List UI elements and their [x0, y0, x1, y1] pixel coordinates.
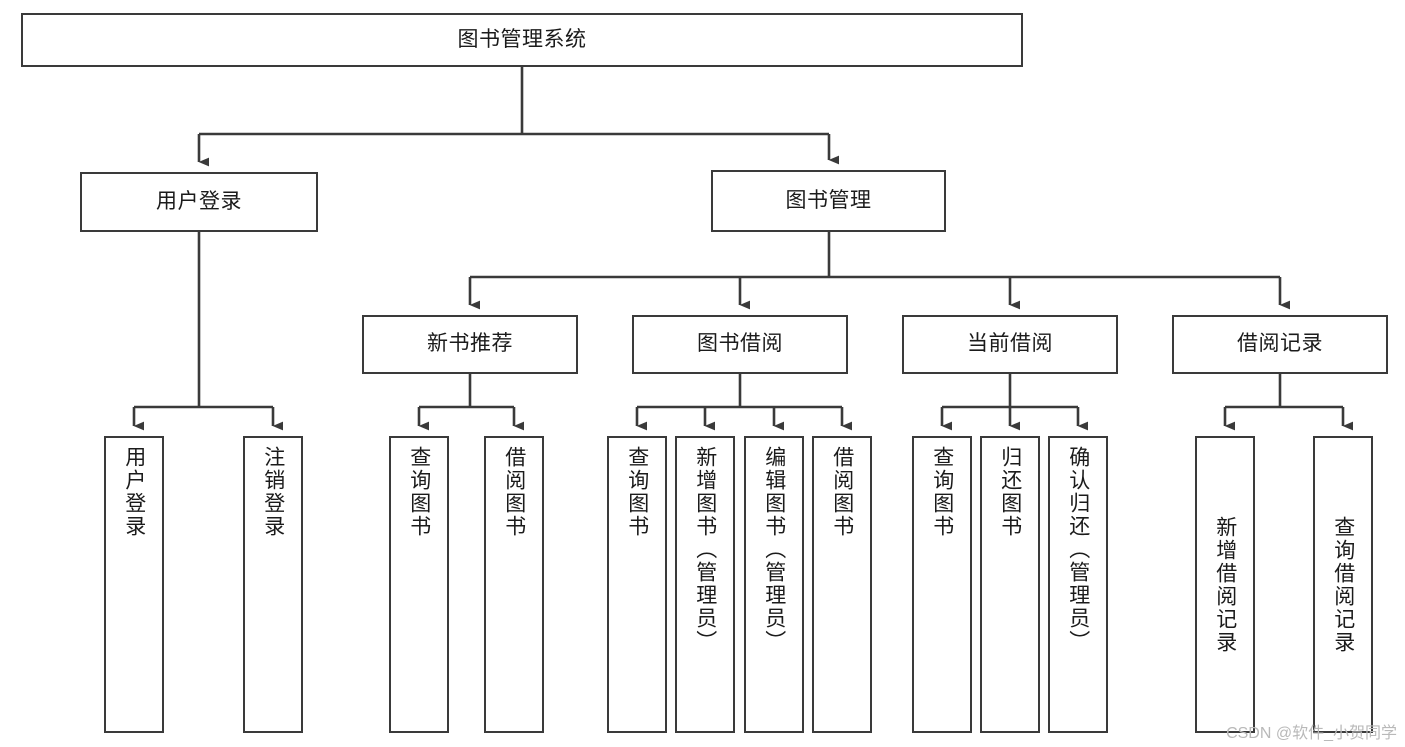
leaf-add-book-admin-label: 新增图书（管理员） — [693, 446, 717, 653]
leaf-edit-book-admin[interactable]: 编辑图书（管理员） — [744, 436, 804, 733]
node-root[interactable]: 图书管理系统 — [21, 13, 1023, 67]
leaf-query-book-borrow[interactable]: 查询图书 — [607, 436, 667, 733]
node-book-management[interactable]: 图书管理 — [711, 170, 946, 232]
leaf-query-book-recommend-label: 查询图书 — [407, 446, 431, 538]
leaf-query-borrow-record-label: 查询借阅记录 — [1331, 515, 1355, 654]
node-book-borrow[interactable]: 图书借阅 — [632, 315, 848, 374]
leaf-logout[interactable]: 注销登录 — [243, 436, 303, 733]
leaf-borrow-book-label: 借阅图书 — [830, 446, 854, 538]
node-user-login[interactable]: 用户登录 — [80, 172, 318, 232]
node-current-borrow-label: 当前借阅 — [967, 332, 1053, 356]
node-borrow-record-label: 借阅记录 — [1237, 332, 1323, 356]
leaf-return-book[interactable]: 归还图书 — [980, 436, 1040, 733]
leaf-query-borrow-record[interactable]: 查询借阅记录 — [1313, 436, 1373, 733]
leaf-confirm-return-admin[interactable]: 确认归还（管理员） — [1048, 436, 1108, 733]
node-new-book-recommend[interactable]: 新书推荐 — [362, 315, 578, 374]
leaf-borrow-book-recommend-label: 借阅图书 — [502, 446, 526, 538]
leaf-query-book-current[interactable]: 查询图书 — [912, 436, 972, 733]
leaf-edit-book-admin-label: 编辑图书（管理员） — [762, 446, 786, 653]
leaf-confirm-return-admin-label: 确认归还（管理员） — [1066, 446, 1090, 653]
leaf-add-borrow-record[interactable]: 新增借阅记录 — [1195, 436, 1255, 733]
node-book-management-label: 图书管理 — [785, 188, 872, 212]
node-current-borrow[interactable]: 当前借阅 — [902, 315, 1118, 374]
leaf-query-book-current-label: 查询图书 — [930, 446, 954, 538]
leaf-user-login-label: 用户登录 — [122, 446, 146, 538]
leaf-borrow-book-recommend[interactable]: 借阅图书 — [484, 436, 544, 733]
node-book-borrow-label: 图书借阅 — [697, 332, 783, 356]
leaf-query-book-recommend[interactable]: 查询图书 — [389, 436, 449, 733]
leaf-borrow-book[interactable]: 借阅图书 — [812, 436, 872, 733]
leaf-logout-label: 注销登录 — [261, 446, 285, 538]
node-root-label: 图书管理系统 — [457, 27, 587, 51]
leaf-query-book-borrow-label: 查询图书 — [625, 446, 649, 538]
leaf-add-book-admin[interactable]: 新增图书（管理员） — [675, 436, 735, 733]
leaf-add-borrow-record-label: 新增借阅记录 — [1213, 515, 1237, 654]
node-new-book-recommend-label: 新书推荐 — [427, 332, 513, 356]
node-user-login-label: 用户登录 — [156, 189, 242, 213]
leaf-user-login[interactable]: 用户登录 — [104, 436, 164, 733]
node-borrow-record[interactable]: 借阅记录 — [1172, 315, 1388, 374]
leaf-return-book-label: 归还图书 — [998, 446, 1022, 538]
